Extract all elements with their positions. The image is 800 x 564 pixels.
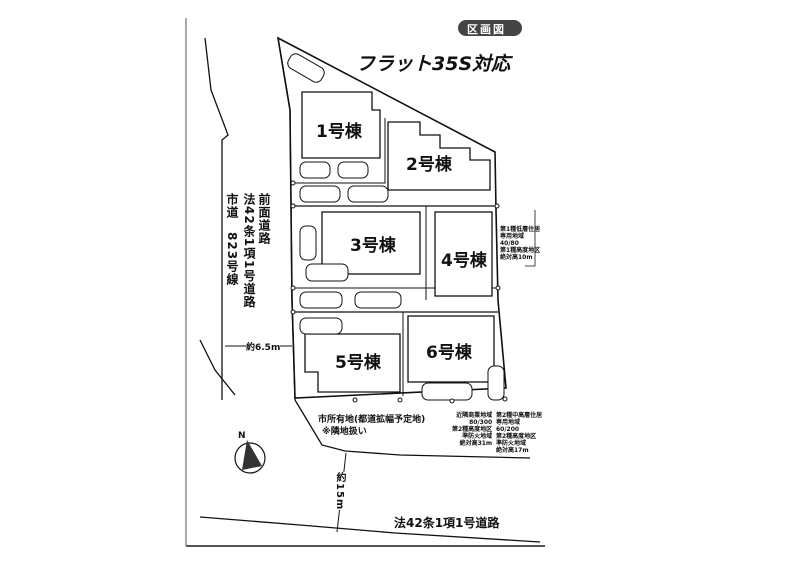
car [299,317,343,335]
car [299,225,317,261]
building-3-label: 3号棟 [350,236,396,256]
car [299,185,341,203]
car [287,53,325,83]
city-land-label: 市所有地(都道拡幅予定地) [318,415,426,425]
car [354,291,402,309]
car [299,291,343,309]
building-6-label: 6号棟 [426,343,472,363]
parcel-line [293,118,386,184]
road-edge [204,37,229,400]
building-6 [407,315,495,383]
zone-boundary [525,210,536,267]
car [347,185,389,203]
building-1 [301,91,381,159]
zoning-side: 第1種低層住居 専用地域 40/80 第1種高度地区 絶対高10m [500,226,541,261]
parking-cars [287,53,505,401]
plan-badge: 区画図 [467,23,506,36]
badge-bg [458,20,522,36]
north-arrow-icon [234,440,266,474]
front-road-width: 約6.5m [246,340,281,353]
building-2-label: 2号棟 [406,155,452,175]
building-5 [304,333,401,393]
building-4 [434,211,493,297]
car [299,161,331,179]
car [487,365,505,401]
front-road-class: 法42条1項1号道路 [242,193,256,309]
car [305,263,349,282]
front-road-name: 市道 823号線 [225,193,239,287]
road-edge [199,339,236,396]
headline: フラット35S対応 [356,53,511,75]
survey-points [290,180,508,404]
building-2 [387,121,491,191]
road-edge [294,399,531,459]
city-land-note: ※隣地扱い [322,427,367,437]
lot-outline [276,36,507,399]
building-1-label: 1号棟 [316,122,362,142]
building-4-label: 4号棟 [441,251,487,271]
zoning-south-left: 近隣商業地域 80/300 第2種高度地区 準防火地域 絶対高31m [452,412,493,447]
building-5-label: 5号棟 [335,353,381,373]
south-road-label: 法42条1項1号道路 [394,516,500,530]
car [421,382,473,401]
zoning-south-right: 第2種中高層住居 専用地域 60/200 第2種高度地区 準防火地域 絶対高17… [496,412,543,454]
front-road-label: 前面道路 [257,193,271,245]
car [337,161,369,179]
south-road-width: 約15m [332,472,347,511]
north-label: N [238,431,246,441]
road-edge [199,516,541,543]
